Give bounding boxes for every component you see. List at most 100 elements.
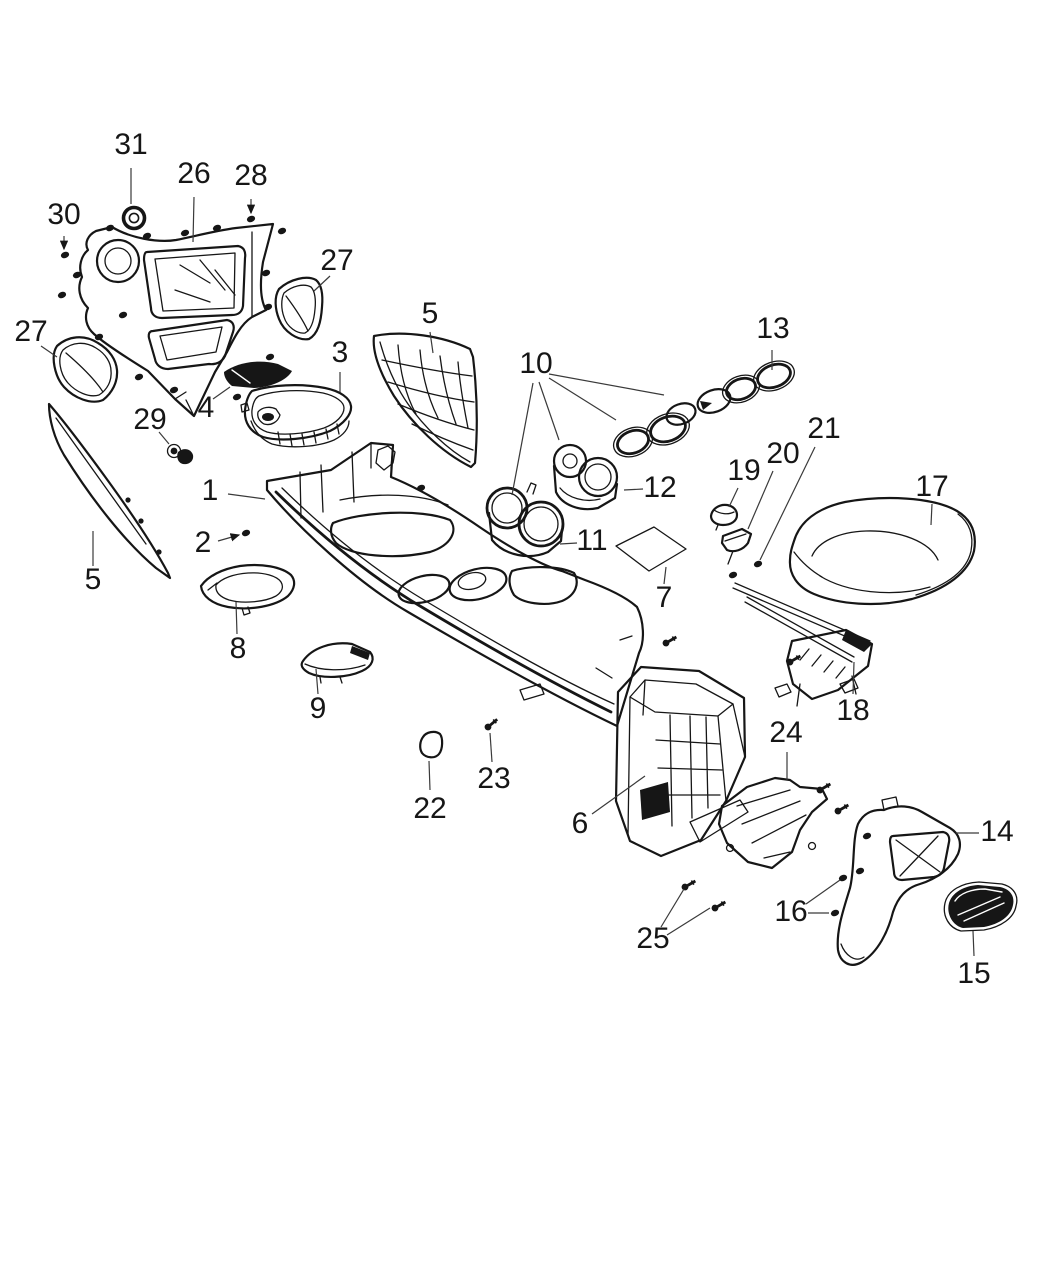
callout-6-26: 6 (572, 807, 589, 840)
callout-14-29: 14 (980, 815, 1013, 848)
callout-10-10: 10 (519, 347, 552, 380)
part-adhesive-pad (615, 526, 687, 572)
callout-3-7: 3 (332, 336, 349, 369)
leader-line-16 (805, 879, 841, 905)
push-pin-fastener (838, 874, 848, 882)
part-retainer-clip (720, 527, 753, 565)
push-pin-fastener (180, 229, 190, 237)
callout-26-1: 26 (177, 157, 210, 190)
callout-5-21: 5 (85, 563, 102, 596)
grommet (121, 205, 147, 231)
part-seal-upper-13 (721, 360, 795, 404)
push-pin-fastener (94, 333, 104, 341)
callout-5-6: 5 (422, 297, 439, 330)
callout-27-4: 27 (320, 244, 353, 277)
push-pin-fastener (862, 832, 872, 840)
part-power-module (709, 503, 739, 531)
part-rubber-mat (943, 881, 1018, 932)
push-pin-fastener (212, 224, 222, 232)
leader-line-23 (489, 732, 493, 763)
leader-line-6 (591, 775, 646, 815)
push-pin-fastener (169, 386, 179, 394)
callout-24-27: 24 (769, 716, 802, 749)
part-side-panel-left (47, 402, 172, 580)
callout-19-17: 19 (727, 454, 760, 487)
push-pin-fastener (142, 232, 152, 240)
part-armrest-lid (788, 496, 976, 606)
leader-line-15 (972, 930, 975, 957)
callout-31-0: 31 (114, 128, 147, 161)
part-seal-middle (665, 388, 732, 426)
callout-25-32: 25 (636, 922, 669, 955)
callout-22-24: 22 (413, 792, 446, 825)
leader-line-2 (217, 533, 241, 542)
leader-line-layer (40, 168, 979, 957)
part-cupholder (552, 443, 619, 511)
push-pin-fastener (263, 303, 273, 311)
push-pin-fastener (60, 251, 70, 259)
fastener-layer (57, 205, 872, 917)
part-console-body (265, 441, 644, 728)
push-pin-fastener (830, 909, 840, 917)
part-vent-bezel-right (274, 276, 324, 341)
leader-line-25 (660, 888, 685, 928)
push-pin-fastener (246, 215, 256, 223)
callout-1-19: 1 (202, 474, 219, 507)
callout-27-5: 27 (14, 315, 47, 348)
callout-11-13: 11 (576, 524, 607, 557)
leader-line-17 (930, 503, 933, 526)
screw-fastener (662, 635, 678, 647)
push-pin-fastener (105, 224, 115, 232)
callout-21-15: 21 (807, 412, 840, 445)
push-pin-fastener (261, 269, 271, 277)
part-seal-lower (612, 412, 690, 458)
leader-line-19 (728, 487, 739, 508)
push-pin-fastener (134, 373, 144, 381)
push-pin-fastener (241, 529, 251, 537)
leader-line-20 (747, 470, 774, 530)
callout-17-18: 17 (915, 470, 948, 503)
part-side-panel-grid (372, 332, 478, 471)
callout-13-11: 13 (756, 312, 789, 345)
leader-line-10 (511, 382, 534, 496)
leader-line-4 (212, 386, 231, 400)
screw-fastener (484, 718, 499, 731)
push-pin-fastener (855, 867, 865, 875)
part-rear-bin (614, 665, 749, 858)
leader-line-8 (235, 601, 238, 635)
callout-7-14: 7 (656, 581, 673, 614)
leader-line-25 (666, 907, 711, 936)
leader-line-5 (429, 331, 434, 354)
push-pin-fastener (416, 484, 426, 492)
callout-16-31: 16 (774, 895, 807, 928)
callout-18-28: 18 (836, 694, 869, 727)
leader-line-9 (315, 668, 319, 695)
part-vent-bezel-left (52, 336, 119, 403)
leader-line-10 (548, 373, 665, 396)
grommet-center (128, 212, 140, 224)
push-pin-fastener (118, 311, 128, 319)
callout-4-8: 4 (198, 391, 215, 424)
part-storage-mat (224, 361, 292, 388)
push-pin-fastener (265, 353, 275, 361)
callout-20-16: 20 (766, 437, 799, 470)
callout-28-2: 28 (234, 159, 267, 192)
part-armrest-hinge (732, 582, 874, 707)
leader-line-1 (227, 493, 266, 500)
push-pin-fastener (753, 560, 763, 568)
callout-30-3: 30 (47, 198, 80, 231)
screw-fastener (681, 879, 697, 891)
screw-fastener (834, 803, 850, 815)
part-storage-bin (240, 384, 353, 448)
part-console-side-pad (300, 642, 374, 684)
leader-line-10 (548, 377, 617, 421)
push-pin-fastener (232, 393, 242, 401)
part-courtesy-lamp-clip (166, 443, 194, 465)
callout-9-23: 9 (310, 692, 327, 725)
leader-line-18 (852, 661, 855, 695)
push-pin-fastener (57, 291, 67, 299)
part-mount-bracket (717, 776, 829, 870)
